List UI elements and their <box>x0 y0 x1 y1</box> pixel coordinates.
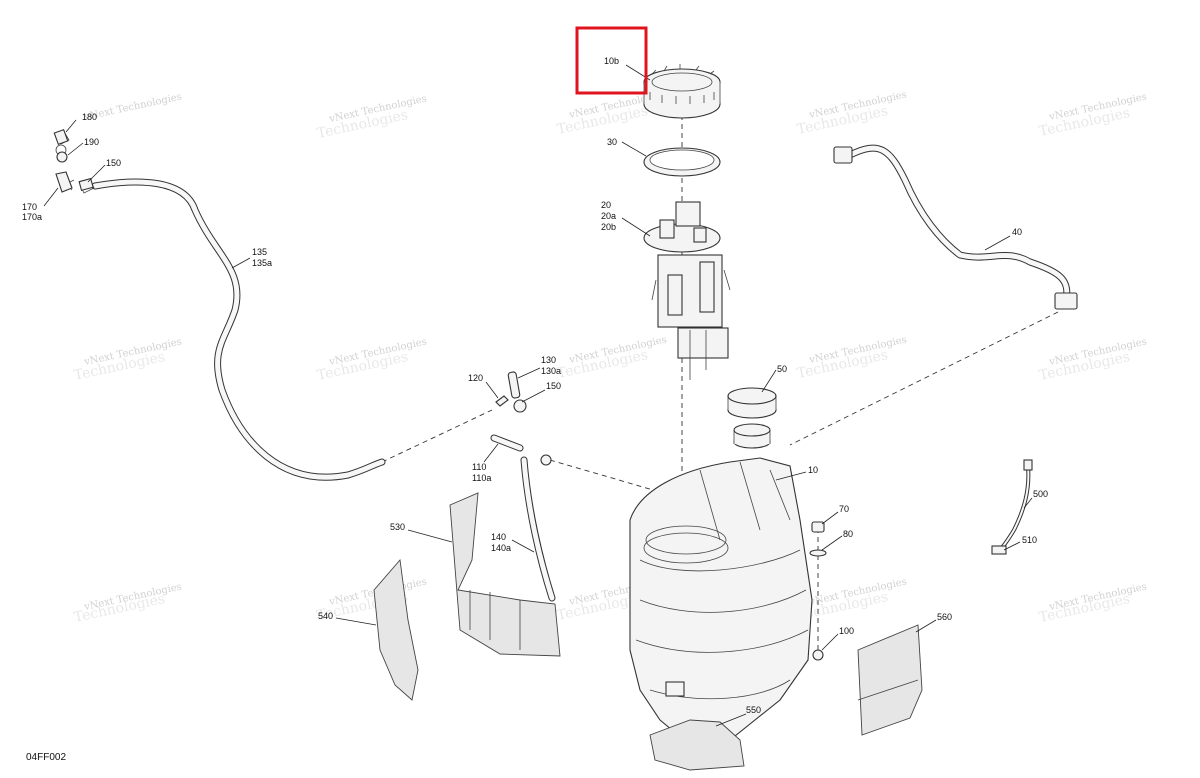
callout-70[interactable]: 70 <box>839 504 849 514</box>
fasteners-70-80-100 <box>809 521 827 661</box>
selected-part-highlight <box>575 26 648 95</box>
callout-550[interactable]: 550 <box>746 705 761 715</box>
callout-180[interactable]: 180 <box>82 112 97 122</box>
fuel-pump-module-20 <box>643 201 731 380</box>
vent-parts <box>490 371 556 602</box>
callout-120[interactable]: 120 <box>468 373 483 383</box>
callout-50[interactable]: 50 <box>777 364 787 374</box>
wire-harness-40 <box>833 144 1078 310</box>
watermark: vNext Technologies <box>82 92 182 124</box>
heat-shield-550 <box>649 719 745 771</box>
callout-130[interactable]: 130 <box>541 355 556 365</box>
callout-170[interactable]: 170 <box>22 202 37 212</box>
callout-20a[interactable]: 20a <box>601 211 616 221</box>
callout-130a[interactable]: 130a <box>541 366 561 376</box>
callout-530[interactable]: 530 <box>390 522 405 532</box>
callout-500[interactable]: 500 <box>1033 489 1048 499</box>
callout-135a[interactable]: 135a <box>252 258 272 268</box>
callout-140[interactable]: 140 <box>491 532 506 542</box>
fuel-tank-10 <box>629 423 813 746</box>
callout-labels: 180 190 150 170 170a 135 135a 10b 30 20 … <box>22 56 1048 715</box>
lock-ring-10b <box>643 64 721 119</box>
callout-140a[interactable]: 140a <box>491 543 511 553</box>
gasket-30 <box>643 147 721 177</box>
heat-shield-560 <box>857 624 923 736</box>
callout-100[interactable]: 100 <box>839 626 854 636</box>
filler-cap-50 <box>727 387 777 419</box>
callout-540[interactable]: 540 <box>318 611 333 621</box>
callout-10[interactable]: 10 <box>808 465 818 475</box>
callout-10b[interactable]: 10b <box>604 56 619 66</box>
callout-150[interactable]: 150 <box>106 158 121 168</box>
callout-560[interactable]: 560 <box>937 612 952 622</box>
heat-shield-530 <box>449 492 561 657</box>
callout-30[interactable]: 30 <box>607 137 617 147</box>
callout-40[interactable]: 40 <box>1012 227 1022 237</box>
callout-170a[interactable]: 170a <box>22 212 42 222</box>
heat-shield-540 <box>373 558 419 701</box>
callout-20b[interactable]: 20b <box>601 222 616 232</box>
callout-510[interactable]: 510 <box>1022 535 1037 545</box>
hose-135 <box>53 128 386 481</box>
diagram-code: 04FF002 <box>26 752 66 763</box>
callout-110a[interactable]: 110a <box>472 473 491 483</box>
watermarks: vNext Technologies vNext Technologies vN… <box>73 90 1148 626</box>
callout-190[interactable]: 190 <box>84 137 99 147</box>
callout-110[interactable]: 110 <box>472 462 486 472</box>
sensor-500 <box>991 459 1033 555</box>
leader-lines <box>43 64 1033 727</box>
callout-80[interactable]: 80 <box>843 529 853 539</box>
callout-150-vent[interactable]: 150 <box>546 381 561 391</box>
callout-135[interactable]: 135 <box>252 247 267 257</box>
callout-20[interactable]: 20 <box>601 200 611 210</box>
